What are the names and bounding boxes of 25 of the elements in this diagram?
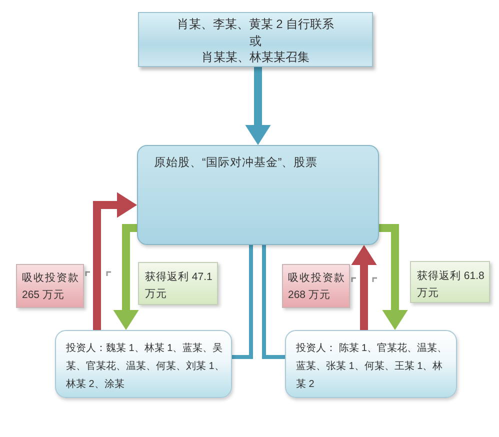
callout-box xyxy=(282,264,350,308)
node-text: 获得返利 61.8 万元 xyxy=(417,269,485,301)
process-box xyxy=(137,145,379,245)
arrow xyxy=(93,192,137,330)
arrow xyxy=(379,224,408,330)
callout-box xyxy=(410,261,490,303)
process-box xyxy=(285,330,457,398)
arrow xyxy=(245,67,271,145)
node-text: 吸收投资款 265 万元 xyxy=(22,271,79,303)
connector-line xyxy=(232,245,253,359)
node-text: 投资人：魏某 1、林某 1、蓝某、吴某、官某花、温某、何某、刘某 1、林某 2、涂某 xyxy=(66,342,226,392)
node-text: 肖某某、林某某召集 xyxy=(200,49,310,66)
node-text: 或 xyxy=(248,32,262,49)
node-text: 投资人： 陈某 1、官某花、温某、蓝某、张某 1、何某、王某 1、林某 2 xyxy=(296,342,448,392)
arrow xyxy=(113,224,139,330)
node-text: 吸收投资款 268 万元 xyxy=(288,271,345,303)
node-text: 获得返利 47.1 万元 xyxy=(145,270,213,302)
callout-box xyxy=(16,264,84,308)
node-text: 肖某、李某、黄某 2 自行联系 xyxy=(176,16,336,32)
arrow xyxy=(351,245,377,330)
connector-line xyxy=(262,245,285,359)
process-box xyxy=(55,330,232,398)
callout-box xyxy=(138,262,218,305)
process-box xyxy=(138,12,373,67)
node-text: 原始股、“国际对冲基金”、股票 xyxy=(154,156,319,171)
